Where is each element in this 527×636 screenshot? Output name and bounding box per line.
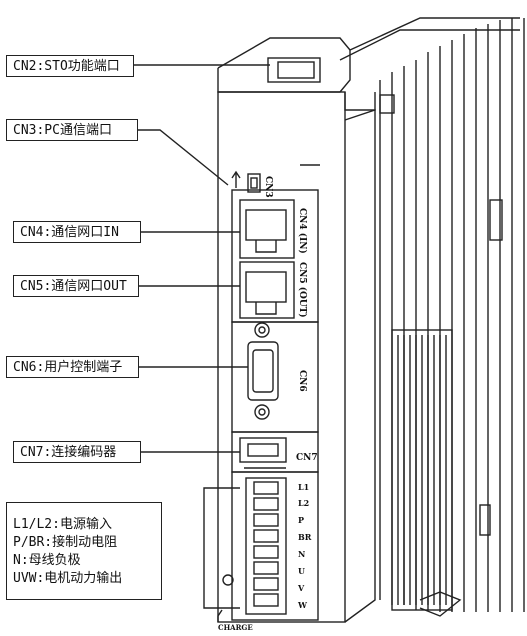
heatsink-fins [339, 17, 525, 617]
terminal-label-l2: L2 [298, 498, 309, 508]
terminal-label-l1: L1 [298, 482, 309, 492]
callout-power-terminals: L1/L2:电源输入 P/BR:接制动电阻 N:母线负极 UVW:电机动力输出 [6, 502, 162, 600]
device-label-cn6: CN6 [297, 370, 307, 392]
cn6-port-drawing [247, 322, 279, 420]
terminal-label-v: V [297, 583, 305, 593]
callout-power-pbr: P/BR:接制动电阻 [13, 534, 118, 550]
callout-cn6: CN6:用户控制端子 [6, 356, 139, 378]
device-labels: CN3 CN4 (IN) CN5 (OUT) CN6 CN7 L1 L2 P B… [218, 176, 318, 632]
callout-cn2: CN2:STO功能端口 [6, 55, 134, 77]
terminal-label-br: BR [298, 532, 312, 542]
terminal-label-p: P [298, 515, 304, 525]
top-housing [217, 37, 395, 114]
device-label-cn4: CN4 (IN) [297, 208, 308, 254]
terminal-label-u: U [298, 566, 305, 576]
callout-power-uvw: UVW:电机动力输出 [13, 570, 123, 586]
charge-label: CHARGE [218, 623, 253, 632]
cn3-port-drawing [231, 170, 261, 193]
terminal-label-n: N [298, 549, 305, 559]
front-panel [217, 91, 376, 623]
device-label-cn7: CN7 [296, 453, 318, 463]
cn4-port-drawing [239, 199, 295, 259]
callout-cn4: CN4:通信网口IN [13, 221, 141, 243]
cn5-port-drawing [239, 261, 295, 319]
terminal-label-w: W [297, 600, 308, 610]
leader-lines [134, 64, 270, 609]
callout-cn3: CN3:PC通信端口 [6, 119, 138, 141]
callout-power-l1l2: L1/L2:电源输入 [13, 516, 112, 532]
terminal-block-drawing [217, 477, 287, 622]
callout-cn7: CN7:连接编码器 [13, 441, 141, 463]
device-label-cn3: CN3 [263, 176, 273, 198]
device-label-cn5: CN5 (OUT) [297, 262, 308, 318]
callout-cn5: CN5:通信网口OUT [13, 275, 139, 297]
callout-power-n: N:母线负极 [13, 552, 81, 568]
cn7-port-drawing [239, 437, 287, 469]
